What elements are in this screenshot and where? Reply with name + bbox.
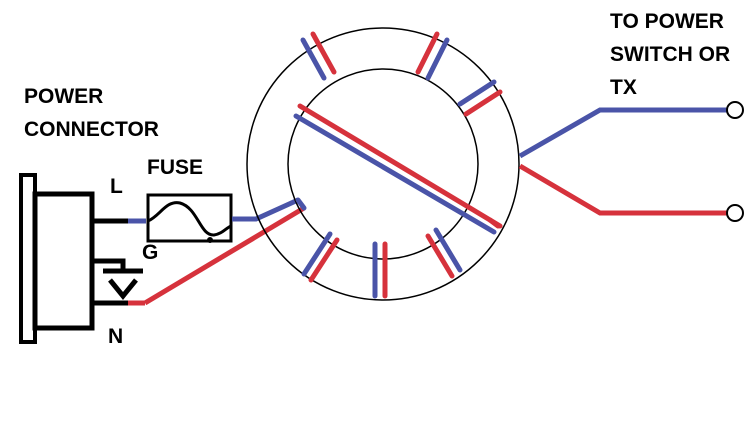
- power-connector-label-line1: POWER: [24, 85, 104, 108]
- live-wire-to-toroid: [232, 197, 300, 222]
- fuse: [146, 193, 233, 243]
- power-connector: [19, 173, 95, 344]
- power-connector-label-line2: CONNECTOR: [24, 118, 159, 141]
- line-label: L: [110, 175, 123, 198]
- neutral-wire-to-toroid: [143, 205, 306, 306]
- output-terminal-neutral[interactable]: [726, 204, 744, 222]
- output-label-line1: TO POWER: [610, 10, 724, 33]
- output-terminal-live[interactable]: [726, 101, 744, 119]
- output-wires: [518, 107, 733, 216]
- output-label-line2: SWITCH OR: [610, 43, 731, 66]
- toroid-cross-wires: [293, 103, 503, 235]
- output-label-line3: TX: [610, 76, 637, 99]
- neutral-label: N: [108, 325, 124, 348]
- fuse-label: FUSE: [147, 156, 204, 179]
- ground-label: G: [142, 241, 159, 264]
- ground-symbol: [92, 258, 143, 300]
